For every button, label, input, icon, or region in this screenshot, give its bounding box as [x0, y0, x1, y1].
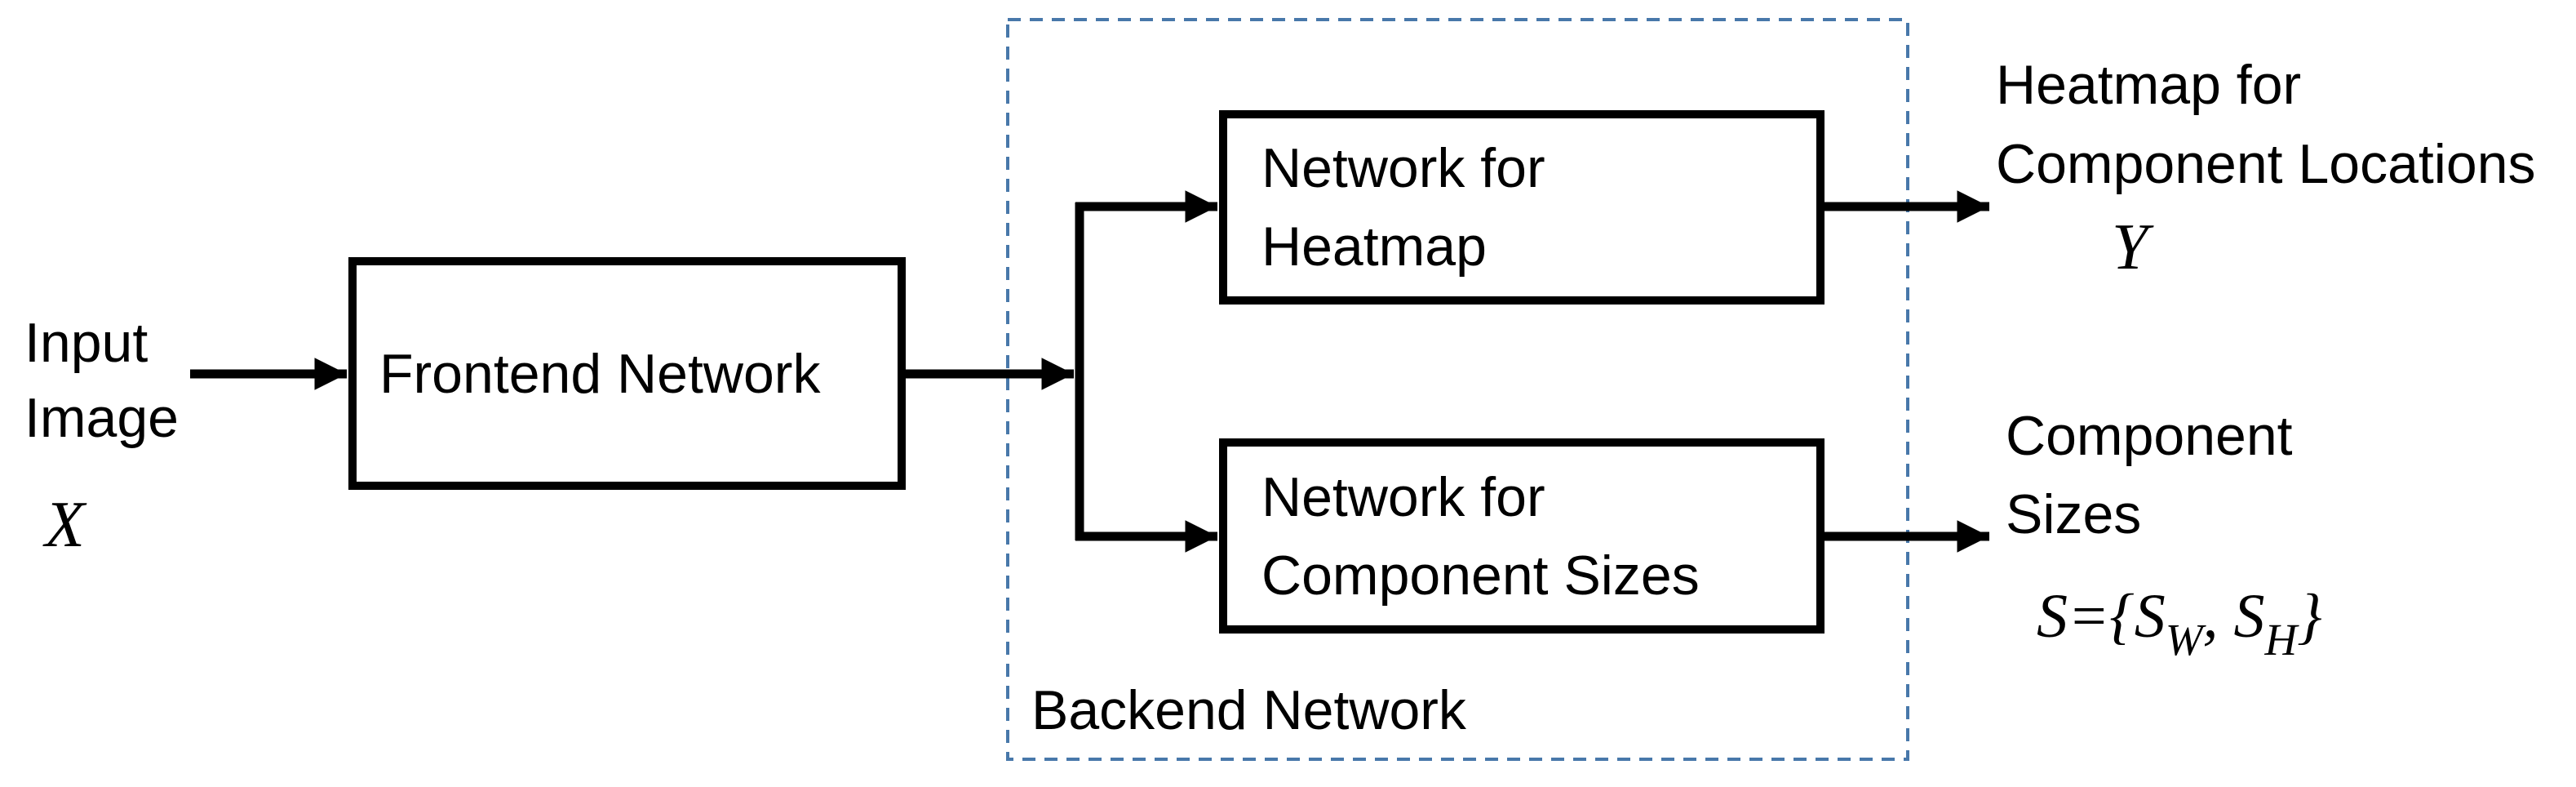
- formula-separator: ,: [2202, 582, 2234, 651]
- heatmap-output-symbol-y: Y: [2112, 211, 2148, 283]
- sizes-network-box: Network for Component Sizes: [1219, 438, 1824, 634]
- sizes-output-formula: S={SW, SH}: [2037, 581, 2322, 665]
- frontend-network-label: Frontend Network: [379, 342, 821, 405]
- formula-sh-base: S: [2233, 582, 2265, 651]
- heatmap-network-box: Network for Heatmap: [1219, 110, 1824, 305]
- sizes-network-label: Network for Component Sizes: [1261, 465, 1700, 607]
- heatmap-network-label: Network for Heatmap: [1261, 137, 1545, 278]
- input-image-label: Input Image: [24, 312, 179, 449]
- formula-sw-base: S: [2134, 582, 2166, 651]
- sizes-output-label: Component Sizes: [2006, 405, 2293, 545]
- formula-close: }: [2297, 582, 2322, 651]
- formula-equals-open: ={: [2068, 582, 2135, 651]
- formula-base: S: [2037, 582, 2068, 651]
- formula-subscript-w: W: [2165, 615, 2203, 665]
- backend-network-group-label: Backend Network: [1031, 679, 1466, 741]
- heatmap-output-label: Heatmap for Component Locations: [1996, 54, 2536, 195]
- frontend-network-box: Frontend Network: [348, 257, 906, 490]
- formula-subscript-h: H: [2264, 615, 2298, 665]
- input-symbol-x: X: [45, 489, 85, 561]
